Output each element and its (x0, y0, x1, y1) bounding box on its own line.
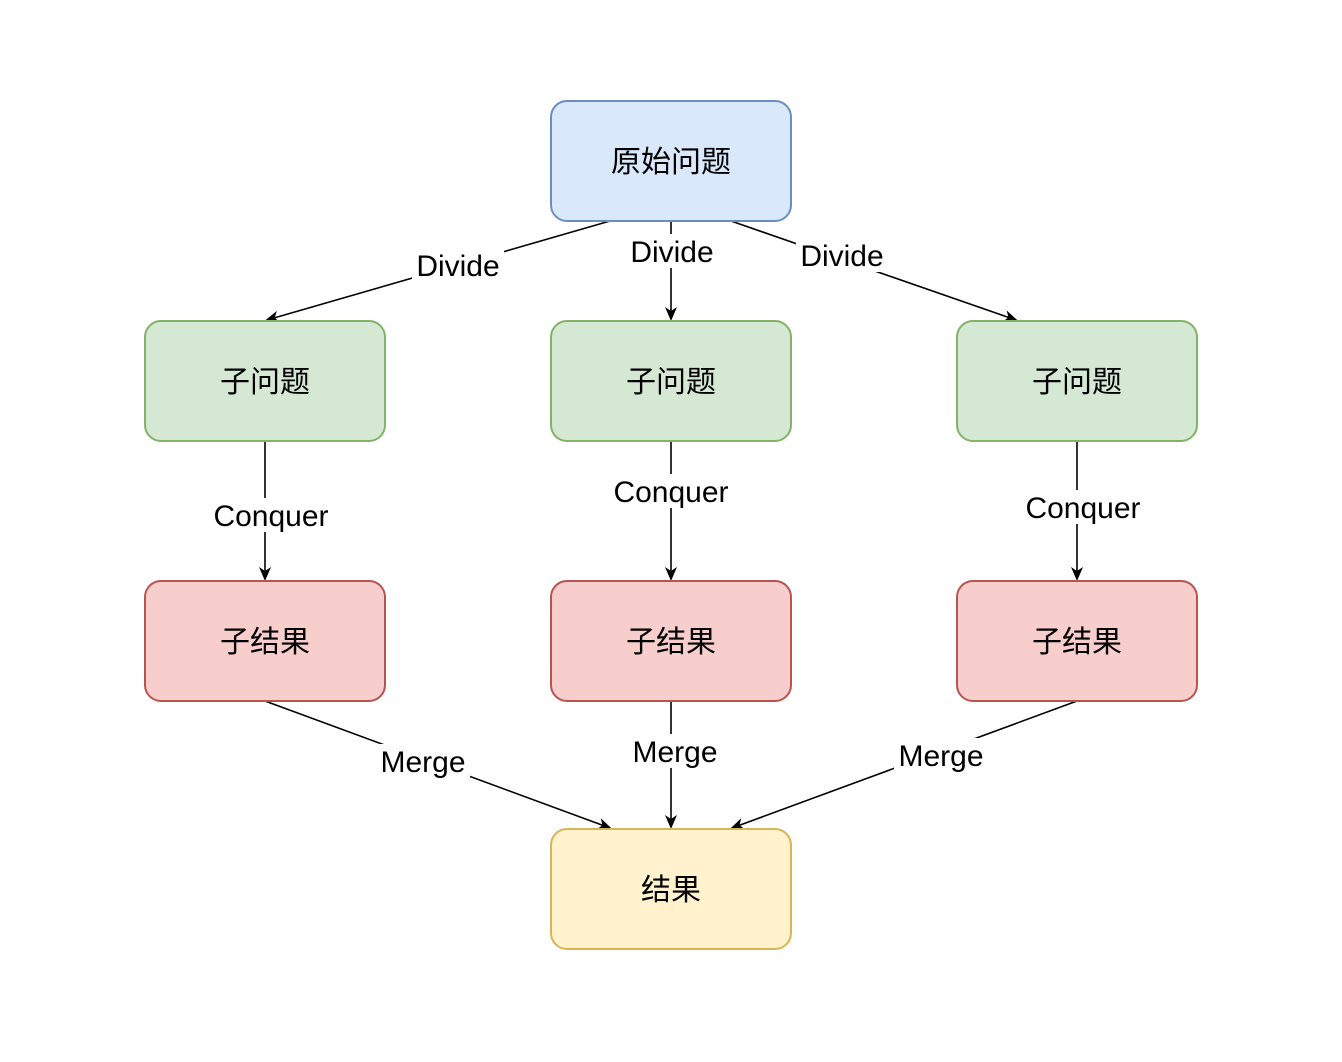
node-subproblem-2: 子问题 (550, 320, 792, 442)
node-result-label: 结果 (641, 873, 701, 908)
node-subresult-2-label: 子结果 (626, 625, 716, 660)
edge-label-conquer-2: Conquer (613, 476, 728, 509)
nodes: 原始问题 子问题 子问题 子问题 子结果 子结果 子结果 (144, 100, 1198, 950)
node-subresult-2: 子结果 (550, 580, 792, 702)
edge-label-divide-2: Divide (630, 236, 713, 269)
node-subresult-3-label: 子结果 (1032, 625, 1122, 660)
node-subproblem-1: 子问题 (144, 320, 386, 442)
edge-label-merge-2: Merge (632, 736, 717, 769)
edge-label-conquer-3: Conquer (1025, 492, 1140, 525)
node-subproblem-3-label: 子问题 (1032, 365, 1122, 400)
node-subresult-1-label: 子结果 (220, 625, 310, 660)
node-subresult-1: 子结果 (144, 580, 386, 702)
node-problem-label: 原始问题 (611, 145, 731, 180)
edge-label-merge-3: Merge (898, 740, 983, 773)
node-subproblem-1-label: 子问题 (220, 365, 310, 400)
edge-label-divide-3: Divide (800, 240, 883, 273)
edge-label-divide-1: Divide (416, 250, 499, 283)
edge-labels: Divide Divide Divide Conquer Conquer Con… (208, 234, 1146, 779)
node-subresult-3: 子结果 (956, 580, 1198, 702)
edge-label-conquer-1: Conquer (213, 500, 328, 533)
node-subproblem-3: 子问题 (956, 320, 1198, 442)
node-subproblem-2-label: 子问题 (626, 365, 716, 400)
edge-label-merge-1: Merge (380, 746, 465, 779)
node-result: 结果 (550, 828, 792, 950)
node-problem: 原始问题 (550, 100, 792, 222)
